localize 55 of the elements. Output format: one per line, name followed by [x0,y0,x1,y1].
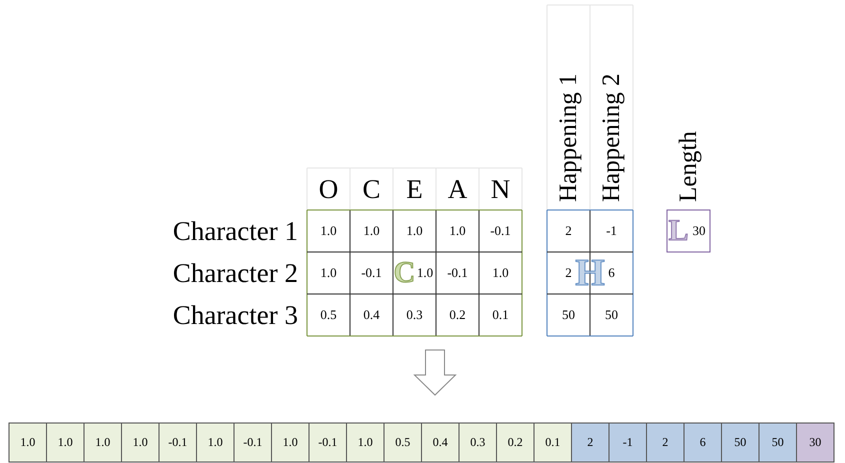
table-cell-text: -1 [605,222,618,240]
vector-cell-text: -0.1 [167,434,188,451]
vector-cell-text: 1.0 [356,434,374,451]
column-header: E [405,172,424,206]
column-header: O [318,172,340,206]
table-cell-text: 30 [692,222,706,240]
table-cell-text: 1.0 [405,222,424,240]
vector-cell-text: 0.2 [506,434,524,451]
column-header: A [446,172,468,206]
column-header: Happening 2 [596,72,626,204]
table-cell-text: -0.1 [489,222,512,240]
table-cell-text: 1.0 [448,222,467,240]
vector-cell-text: 50 [770,434,785,451]
table-cell-text: 0.5 [319,306,338,324]
table-cell-text: 0.1 [491,306,510,324]
vector-cell-text: 1.0 [132,434,149,451]
table-cell-text: 1.0 [319,222,338,240]
vector-cell-text: 1.0 [282,434,299,451]
table-cell-text: 1.0 [491,264,510,282]
vector-cell-text: 2 [661,434,670,451]
table-cell-text: 1.0 [362,222,381,240]
vector-cell-text: 1.0 [94,434,112,451]
table-cell-text: 2 [564,222,573,240]
table-cell-text: -0.1 [360,264,383,282]
vector-cell-text: -0.1 [317,434,338,451]
vector-cell-text: 50 [733,434,748,451]
column-header: Happening 1 [554,72,582,204]
row-header: Character 2 [172,256,299,290]
table-cell-text: 0.4 [362,306,381,324]
table-cell-text: 0.3 [405,306,424,324]
vector-cell-text: 1.0 [56,434,74,451]
overlay-letter: L [669,213,688,249]
table-cell-text: 50 [561,306,576,324]
vector-cell-text: 0.5 [394,434,412,451]
column-header: Length [674,130,702,204]
vector-cell-text: 0.3 [469,434,486,451]
vector-cell-text: 0.4 [432,434,449,451]
table-cell-text: 0.2 [448,306,467,324]
table-cell-text: 1.0 [319,264,338,282]
vector-cell-text: 2 [586,434,594,451]
table-cell-text: -0.1 [446,264,469,282]
table-cell-text: 1.0 [416,264,434,282]
vector-cell-text: -0.1 [242,434,264,451]
table-cell-text: 50 [604,306,619,324]
column-header: N [490,172,512,206]
vector-cell-text: -1 [622,434,634,451]
overlay-letter: C [395,255,414,291]
vector-cell-text: 30 [808,434,822,451]
vector-cell-text: 1.0 [19,434,36,451]
vector-cell-text: 0.1 [544,434,562,451]
vector-cell-text: 1.0 [206,434,224,451]
row-header: Character 3 [172,298,299,332]
column-header: C [361,172,382,206]
row-header: Character 1 [172,214,299,248]
vector-cell-text: 6 [698,434,707,451]
